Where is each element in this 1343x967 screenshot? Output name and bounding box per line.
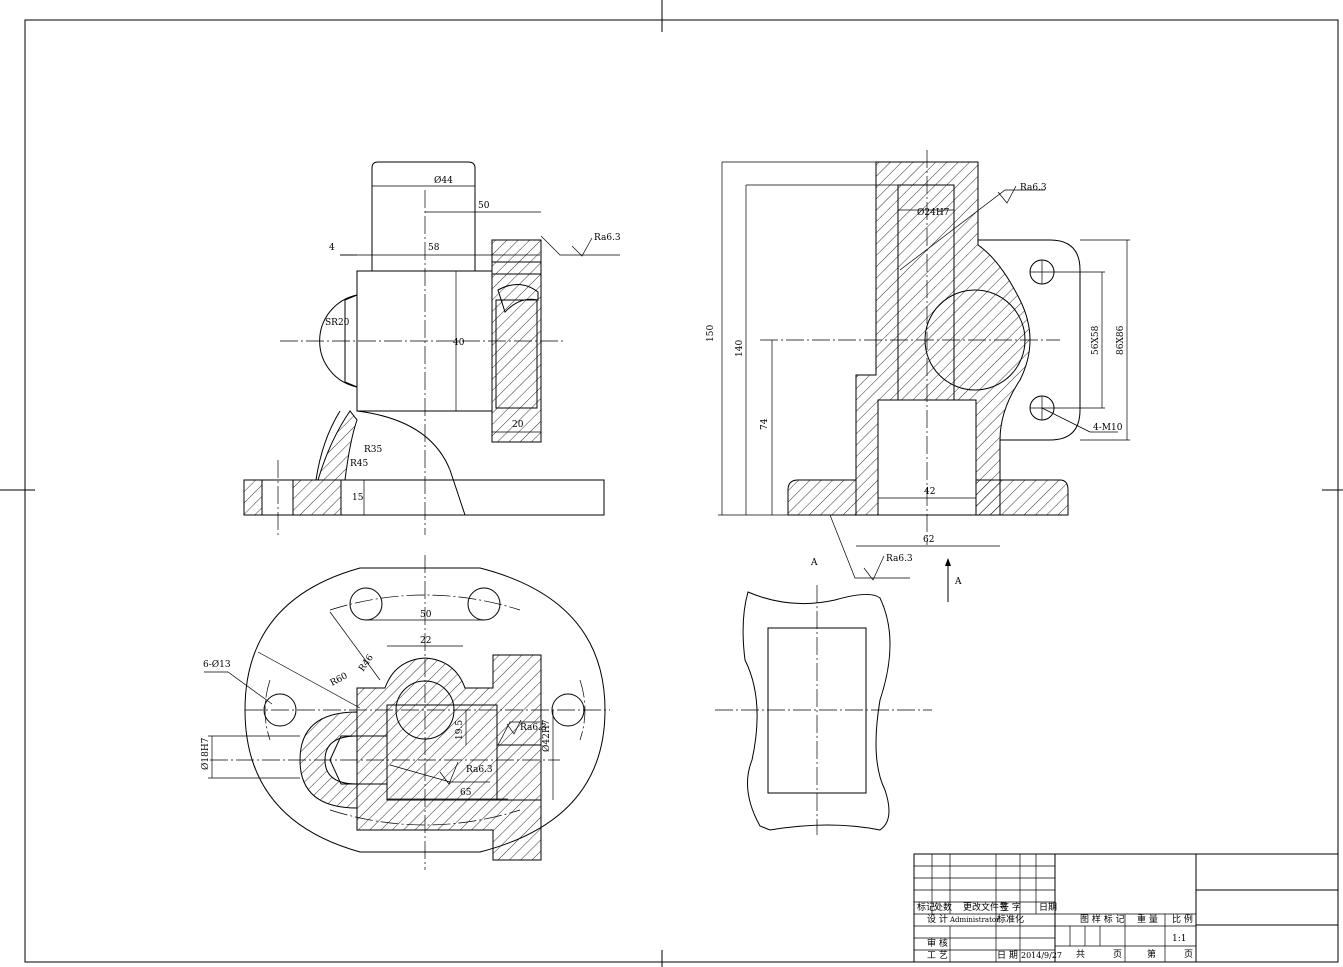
- tb-review: 审 核: [927, 937, 948, 949]
- view-a: [715, 585, 932, 835]
- dim-d86x86: 86X86: [1116, 325, 1126, 355]
- tb-std: 标准化: [997, 913, 1024, 925]
- tb-pattern: 图 样 标 记: [1080, 913, 1125, 925]
- dim-r60: R60: [329, 671, 350, 689]
- tb-doc: 更改文件号: [963, 901, 1008, 913]
- dim-d4: 4: [329, 243, 335, 253]
- dim-d140: 140: [735, 340, 745, 357]
- tb-process: 工 艺: [927, 950, 948, 961]
- dim-d19-5: 19.5: [455, 720, 465, 740]
- roughness-ra-a: Ra6.3: [594, 233, 621, 243]
- tb-page-no: 第: [1147, 948, 1156, 960]
- roughness-ra-b: Ra6.3: [1020, 183, 1047, 193]
- dim-d42: 42: [924, 487, 935, 497]
- tb-total: 共: [1076, 949, 1085, 960]
- dim-d24h7: Ø24H7: [917, 207, 950, 218]
- dim-r45: R45: [350, 459, 369, 469]
- dim-d18h7: Ø18H7: [200, 737, 211, 770]
- section-letter-a1: A: [810, 558, 818, 568]
- label-m10: 4-M10: [1093, 423, 1123, 433]
- dim-d20: 20: [512, 420, 524, 430]
- dim-d150: 150: [706, 325, 716, 342]
- front-view: Ø44 50 4 58 40 20 SR20 R35 R45 15 Ra6.3: [243, 161, 621, 535]
- tb-designer: Administrator: [949, 916, 1000, 924]
- tb-page: 页: [1184, 949, 1193, 960]
- dim-d44: Ø44: [434, 175, 453, 186]
- tb-pages: 页: [1113, 949, 1122, 960]
- tb-scale-label: 比 例: [1172, 913, 1193, 925]
- dim-d42h7: Ø42H7: [541, 719, 552, 752]
- dim-sr20: SR20: [325, 318, 350, 328]
- dim-d56x58: 56X58: [1091, 325, 1101, 355]
- roughness-ra-c: Ra6.3: [886, 554, 913, 564]
- tb-design: 设 计: [927, 913, 948, 925]
- tb-sign: 签 字: [1000, 901, 1021, 913]
- dim-d50: 50: [478, 201, 490, 211]
- tb-scale-value: 1:1: [1172, 934, 1186, 944]
- tb-date-value: 2014/9/27: [1021, 951, 1062, 960]
- section-view: 150 140 74 Ø24H7 42 62 56X58 86X86 4-M10…: [706, 150, 1130, 602]
- dim-d40: 40: [453, 338, 465, 348]
- dim-d74: 74: [760, 418, 770, 430]
- tb-date: 日期: [1039, 902, 1057, 913]
- dim-d22: 22: [420, 636, 431, 646]
- tb-mark: 标记: [917, 901, 935, 913]
- dim-d62: 62: [923, 535, 934, 545]
- dim-d65: 65: [460, 788, 472, 798]
- roughness-ra-e: Ra6.3: [466, 765, 493, 775]
- dim-d15: 15: [352, 493, 364, 503]
- tb-date-label: 日 期: [997, 950, 1018, 961]
- dim-r35: R35: [364, 445, 383, 455]
- roughness-ra-d: Ra6.3: [520, 723, 547, 733]
- tb-weight: 重 量: [1137, 913, 1158, 925]
- section-letter-a2: A: [954, 577, 962, 587]
- dim-d50b: 50: [420, 610, 432, 620]
- tb-count: 处数: [934, 901, 952, 913]
- dim-d58: 58: [428, 243, 440, 253]
- top-view: 50 22 R46 R60 6-Ø13 Ø18H7 19.5 Ø42H7 65 …: [200, 555, 610, 870]
- label-6o13: 6-Ø13: [203, 659, 231, 670]
- title-block: 标记 处数 更改文件号 签 字 日期 设 计 Administrator 标准化…: [913, 853, 1339, 963]
